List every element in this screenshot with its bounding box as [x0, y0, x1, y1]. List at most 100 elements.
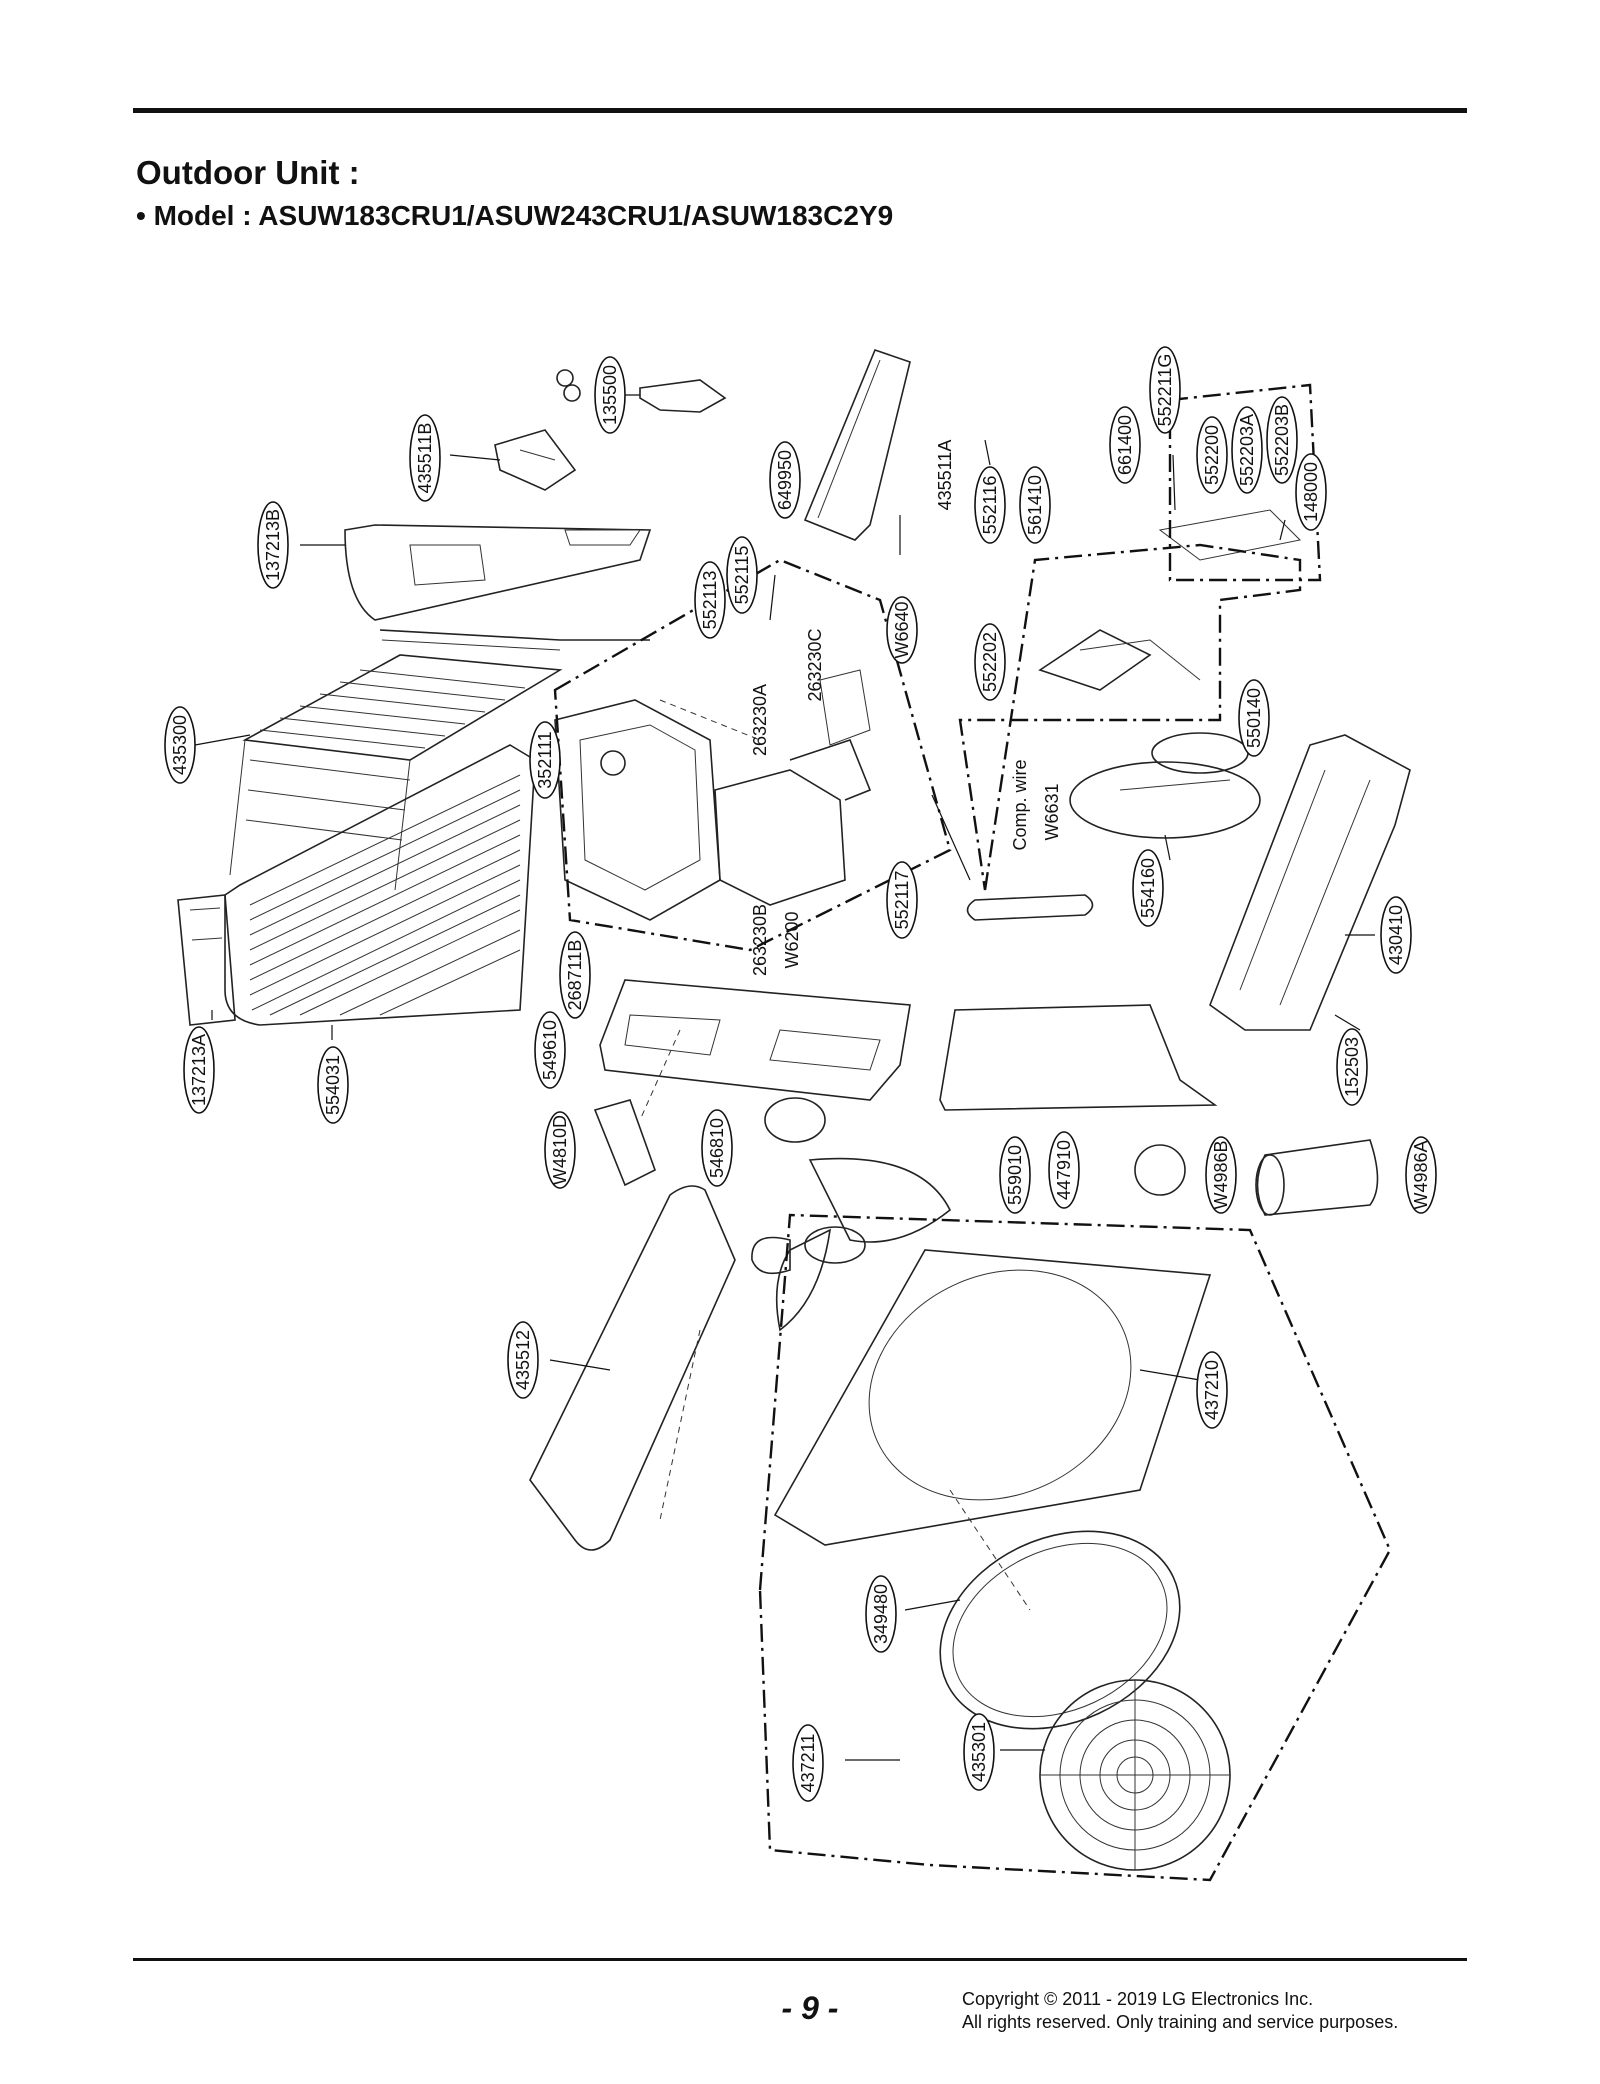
callout-label: 437211	[798, 1734, 818, 1793]
callout-bubble	[1149, 346, 1181, 434]
callout-label: 554031	[323, 1055, 343, 1115]
part-callout-w6631: W6631	[1042, 783, 1062, 840]
callout-label: Comp. wire	[1010, 759, 1030, 850]
part-callout-550140: 550140	[1238, 679, 1270, 757]
callout-bubble	[409, 414, 441, 502]
callout-label: 561410	[1025, 475, 1045, 535]
callout-label: W4810D	[550, 1115, 570, 1185]
callout-bubble	[1205, 1136, 1237, 1214]
callout-label: 550140	[1244, 688, 1264, 748]
part-callout-437211: 437211	[792, 1724, 824, 1802]
part-callout-w6200: W6200	[782, 911, 802, 968]
callout-bubble	[1266, 396, 1298, 484]
callout-bubble	[257, 501, 289, 589]
callout-label: 435300	[170, 715, 190, 775]
part-callout-137213b: 137213B	[257, 501, 289, 589]
callout-bubble	[886, 596, 918, 664]
part-callout-649950: 649950	[769, 441, 801, 519]
callout-bubble	[694, 561, 726, 639]
part-callout-435512: 435512	[507, 1321, 539, 1399]
callout-bubble	[1336, 1028, 1368, 1106]
callout-label: 435512	[513, 1330, 533, 1390]
callout-label: W6200	[782, 911, 802, 968]
part-callout-561410: 561410	[1019, 466, 1051, 544]
callout-label: 552116	[980, 476, 1000, 535]
part-callout-546810: 546810	[701, 1109, 733, 1187]
callout-label: 549610	[540, 1020, 560, 1080]
part-callout-435511b: 435511B	[409, 414, 441, 502]
top-rule	[133, 108, 1467, 113]
callout-bubble	[1238, 679, 1270, 757]
callout-label: 430410	[1386, 905, 1406, 965]
callout-bubble	[507, 1321, 539, 1399]
callout-bubble	[1380, 896, 1412, 974]
callout-label: 552203B	[1272, 404, 1292, 476]
callout-label: 661400	[1115, 415, 1135, 475]
part-callout-349480: 349480	[865, 1575, 897, 1653]
part-callout-549610: 549610	[534, 1011, 566, 1089]
part-callout-148000: 148000	[1295, 453, 1327, 531]
callout-bubble	[769, 441, 801, 519]
part-callout-552202: 552202	[974, 623, 1006, 701]
part-callout-352111: 352111	[529, 721, 561, 799]
part-callout-554031: 554031	[317, 1046, 349, 1124]
callout-label: W6631	[1042, 783, 1062, 840]
callout-bubble	[1196, 1351, 1228, 1429]
leader-lines	[194, 394, 1375, 1761]
callout-bubble	[963, 1713, 995, 1791]
part-callout-552200: 552200	[1196, 416, 1228, 494]
part-callout-w4986a: W4986A	[1405, 1136, 1437, 1214]
callout-label: 435511B	[415, 423, 435, 494]
part-callout-552211g: 552211G	[1149, 346, 1181, 434]
callout-bubble	[1132, 849, 1164, 927]
part-callout-661400: 661400	[1109, 406, 1141, 484]
part-callout-comp-wire: Comp. wire	[1010, 759, 1030, 850]
callout-bubble	[974, 466, 1006, 544]
callout-bubble	[865, 1575, 897, 1653]
part-callout-268711b: 268711B	[559, 931, 591, 1019]
copyright-line-1: Copyright © 2011 - 2019 LG Electronics I…	[962, 1989, 1314, 2009]
callout-label: 268711B	[565, 940, 585, 1011]
callout-label: 263230C	[805, 628, 825, 701]
callout-bubble	[1295, 453, 1327, 531]
part-callout-435300: 435300	[164, 706, 196, 784]
part-callout-559010: 559010	[999, 1136, 1031, 1214]
copyright-line-2: All rights reserved. Only training and s…	[962, 2012, 1399, 2032]
callout-bubble	[559, 931, 591, 1019]
callout-label: 649950	[775, 450, 795, 510]
part-callout-263230b: 263230B	[750, 904, 770, 976]
part-callout-437210: 437210	[1196, 1351, 1228, 1429]
model-subtitle: • Model : ASUW183CRU1/ASUW243CRU1/ASUW18…	[136, 200, 894, 231]
callout-bubble	[701, 1109, 733, 1187]
callout-bubble	[792, 1724, 824, 1802]
part-callout-552116: 552116	[974, 466, 1006, 544]
callout-label: 263230A	[750, 684, 770, 756]
callout-label: 552211G	[1155, 354, 1175, 427]
callout-label: 546810	[707, 1118, 727, 1178]
callout-bubble	[594, 356, 626, 434]
part-callout-263230a: 263230A	[750, 684, 770, 756]
callout-label: W4986A	[1411, 1140, 1431, 1209]
part-callout-552203b: 552203B	[1266, 396, 1298, 484]
part-drawings	[177, 348, 1411, 1871]
part-callout-552115: 552115	[726, 536, 758, 614]
copyright-notice: Copyright © 2011 - 2019 LG Electronics I…	[962, 1988, 1398, 2034]
callout-bubble	[726, 536, 758, 614]
part-callout-w4986b: W4986B	[1205, 1136, 1237, 1214]
part-callout-w6640: W6640	[886, 596, 918, 664]
callout-label: 437210	[1202, 1360, 1222, 1420]
part-callout-552113: 552113	[694, 561, 726, 639]
callout-bubble	[164, 706, 196, 784]
callout-label: W4986B	[1211, 1140, 1231, 1209]
group-outlines	[553, 383, 1392, 1882]
callout-bubble	[1405, 1136, 1437, 1214]
part-callout-135500: 135500	[594, 356, 626, 434]
callout-label: 137213B	[263, 509, 283, 581]
callout-label: 135500	[600, 365, 620, 425]
part-callout-435511a: 435511A	[935, 440, 955, 511]
callout-bubble	[1231, 406, 1263, 494]
callout-bubble	[886, 861, 918, 939]
bottom-rule	[133, 1958, 1467, 1961]
